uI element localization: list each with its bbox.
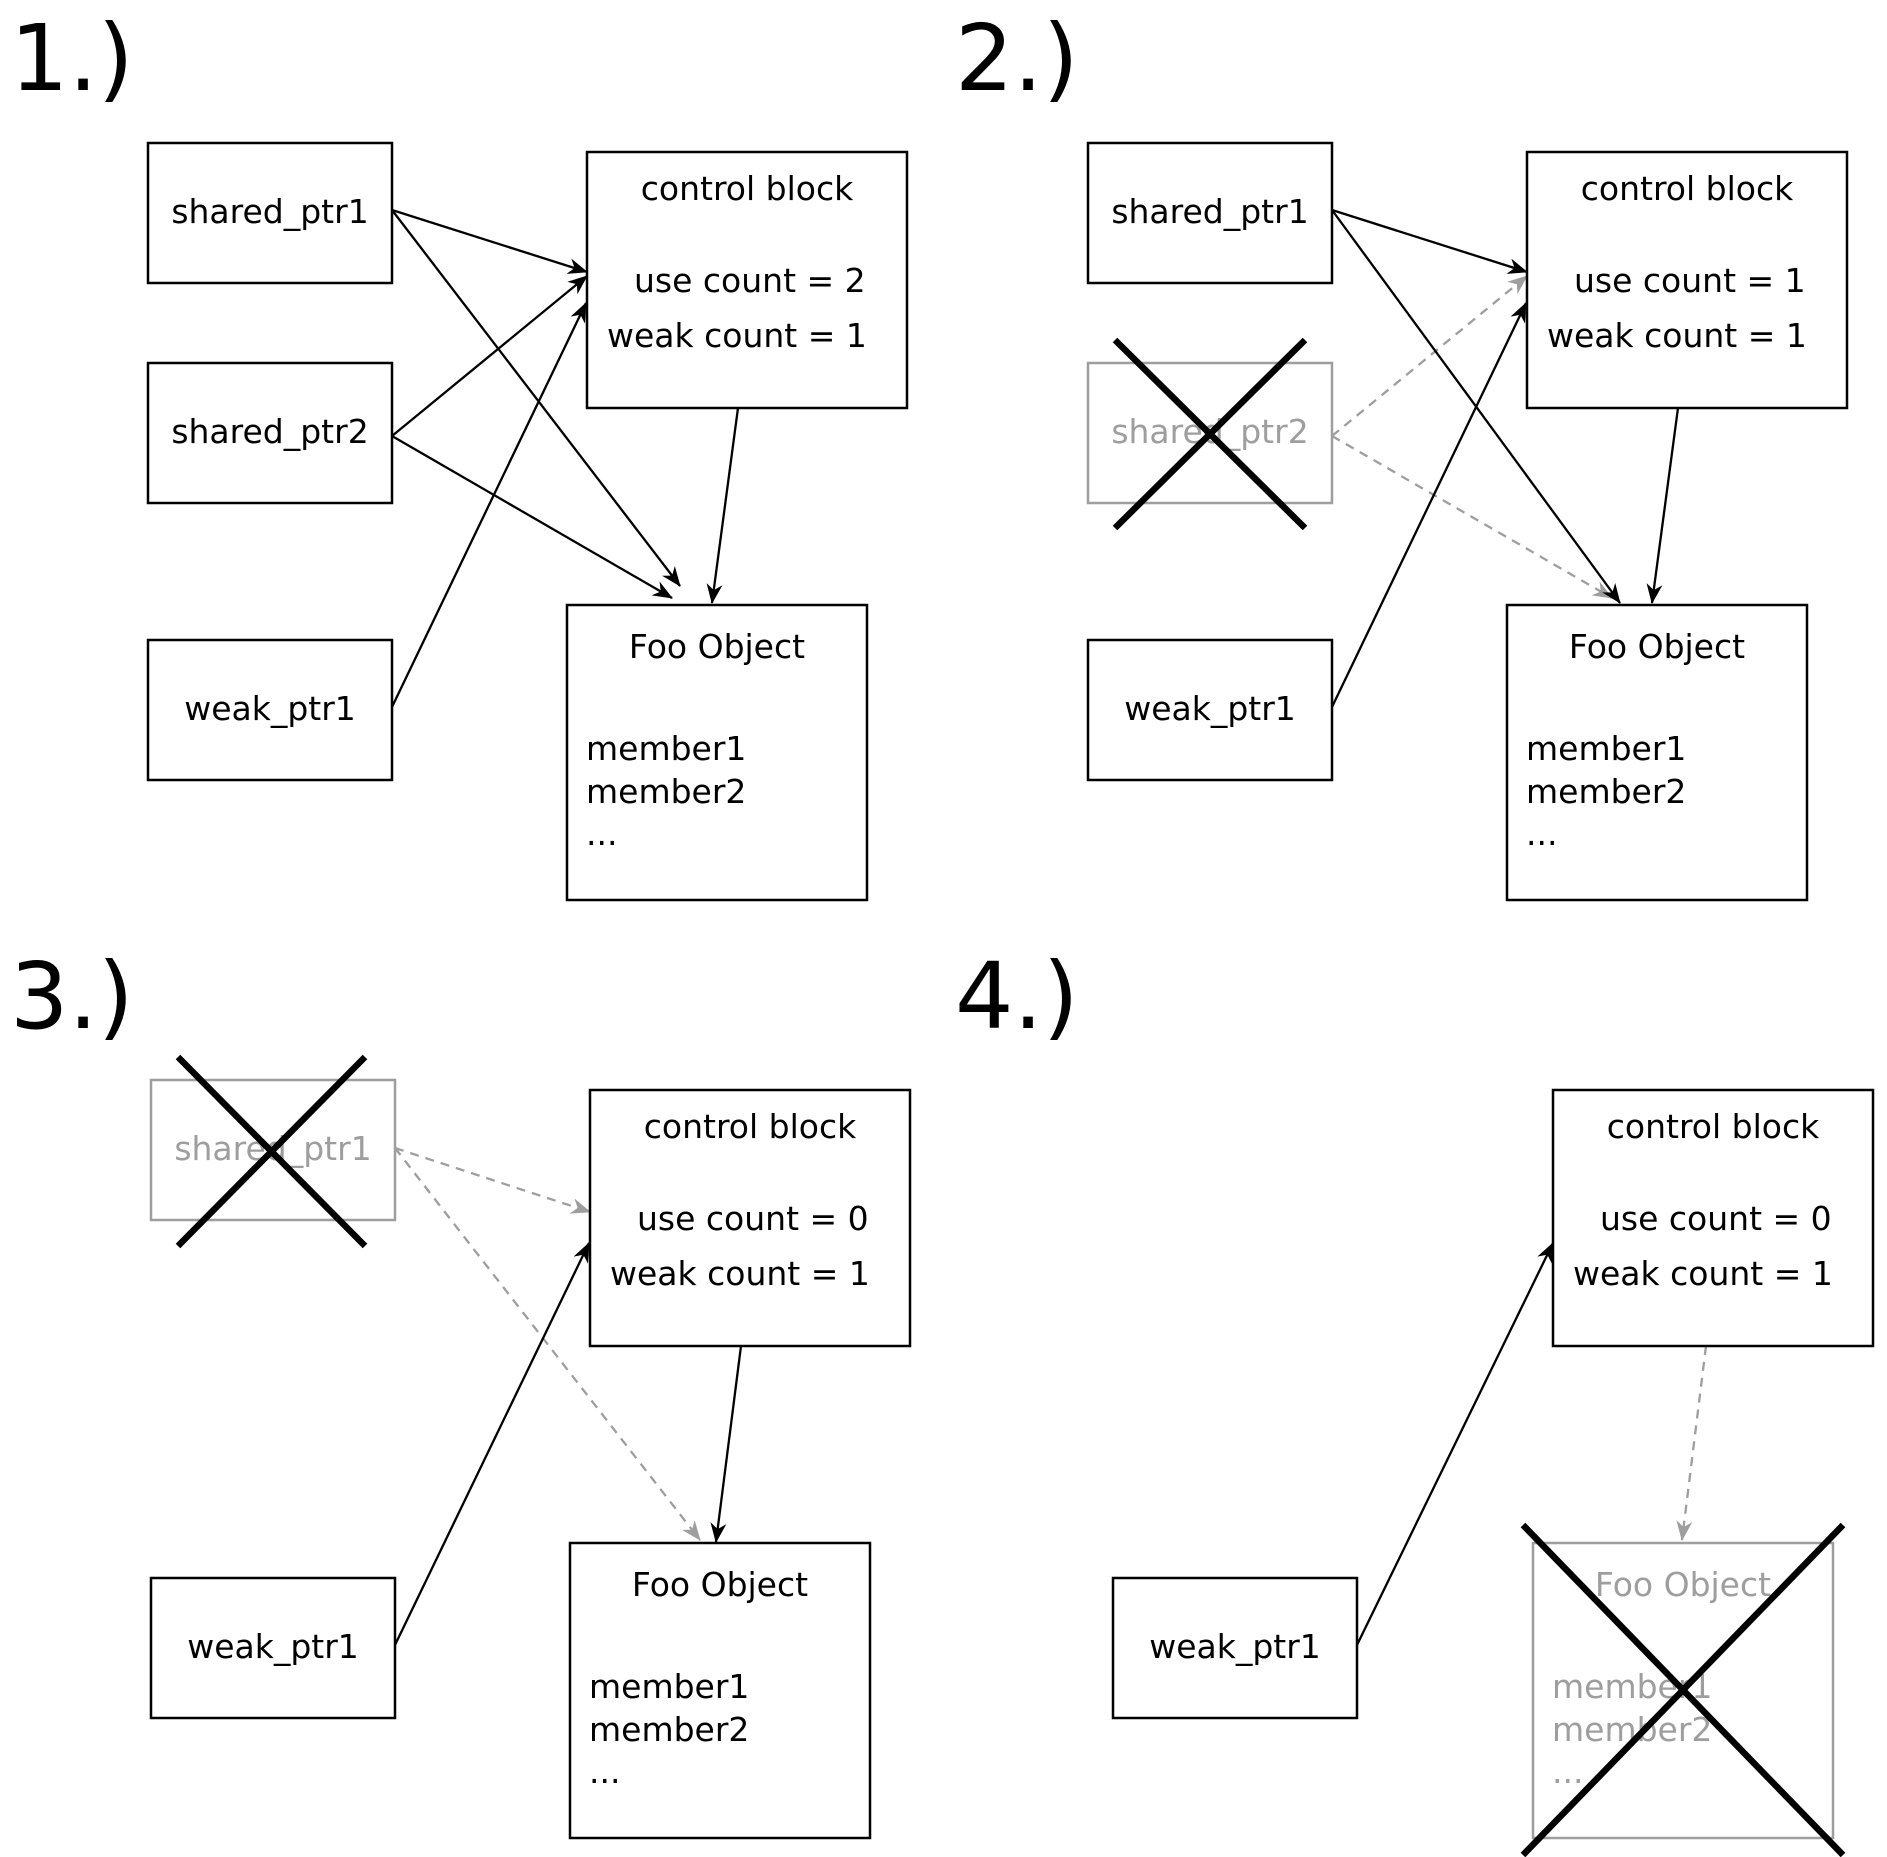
foo-object-title: Foo Object: [1595, 1565, 1771, 1604]
shared-ptr1-box: shared_ptr1: [1086, 141, 1334, 285]
weak-count: weak count = 1: [1573, 1254, 1833, 1293]
control-block-title: control block: [1607, 1107, 1820, 1146]
control-block-title: control block: [1581, 169, 1794, 208]
shared-ptr1-box: shared_ptr1: [146, 141, 394, 285]
ellipsis: ...: [589, 1752, 620, 1791]
foo-object: Foo Object member1 member2 ...: [568, 1541, 872, 1840]
weak-ptr1-box: weak_ptr1: [1111, 1576, 1359, 1720]
edge-wp1-to-control: [1330, 302, 1528, 708]
use-count: use count = 0: [1600, 1199, 1832, 1238]
step-label: 3.): [10, 943, 134, 1050]
edge-sp2-to-control-ghost: [1331, 275, 1528, 437]
member1: member1: [1526, 729, 1686, 768]
foo-object: Foo Object member1 member2 ...: [1505, 603, 1809, 902]
control-block: control block use count = 0 weak count =…: [588, 1088, 912, 1348]
edge-sp1-to-foo-ghost: [394, 1147, 701, 1541]
member1: member1: [589, 1667, 749, 1706]
member2: member2: [586, 772, 746, 811]
shared-ptr2-box-destroyed: shared_ptr2: [1086, 337, 1334, 531]
panel-1: 1.) shared_ptr1 shared_ptr2 weak_ptr1 co…: [10, 5, 909, 902]
panel-3: 3.) shared_ptr1 weak_ptr1 control block …: [10, 943, 912, 1840]
weak-ptr1-box: weak_ptr1: [149, 1576, 397, 1720]
edge-control-to-foo-ghost: [1676, 1345, 1708, 1541]
shared-ptr2-box: shared_ptr2: [146, 361, 394, 505]
edge-sp1-to-control: [391, 208, 588, 274]
use-count: use count = 1: [1574, 261, 1806, 300]
destroyed-cross: [1520, 1522, 1846, 1857]
member2: member2: [1526, 772, 1686, 811]
edge-sp2-to-foo: [391, 435, 673, 599]
edge-sp1-to-control-ghost: [394, 1146, 591, 1214]
ellipsis: ...: [1526, 814, 1557, 853]
weak-ptr1-label: weak_ptr1: [184, 689, 356, 728]
shared-ptr2-label: shared_ptr2: [171, 412, 368, 451]
foo-object-title: Foo Object: [632, 1565, 808, 1604]
edge-sp1-to-control: [1331, 208, 1528, 274]
member2: member2: [589, 1710, 749, 1749]
use-count: use count = 2: [634, 261, 866, 300]
shared-ptr1-box-destroyed: shared_ptr1: [149, 1054, 397, 1249]
foo-object: Foo Object member1 member2 ...: [565, 603, 869, 902]
control-block: control block use count = 1 weak count =…: [1525, 150, 1849, 410]
control-block: control block use count = 2 weak count =…: [585, 150, 909, 410]
step-label: 2.): [955, 5, 1079, 112]
weak-count: weak count = 1: [610, 1254, 870, 1293]
weak-ptr1-box: weak_ptr1: [146, 638, 394, 782]
control-block: control block use count = 0 weak count =…: [1551, 1088, 1875, 1348]
foo-object-destroyed: Foo Object member1 member2 ...: [1520, 1522, 1846, 1857]
edge-sp1-to-foo: [391, 209, 681, 587]
shared-ptr1-label: shared_ptr1: [1111, 192, 1308, 231]
weak-count: weak count = 1: [1547, 316, 1807, 355]
step-label: 1.): [10, 5, 134, 112]
weak-ptr1-label: weak_ptr1: [187, 1627, 359, 1666]
edge-sp2-to-foo-ghost: [1331, 435, 1613, 599]
edge-sp2-to-control: [391, 275, 588, 437]
weak-count: weak count = 1: [607, 316, 867, 355]
weak-ptr1-label: weak_ptr1: [1124, 689, 1296, 728]
edge-control-to-foo: [1646, 407, 1680, 604]
member1: member1: [586, 729, 746, 768]
edge-control-to-foo: [710, 1345, 743, 1543]
destroyed-cross: [1112, 337, 1308, 531]
edge-wp1-to-control: [393, 1242, 591, 1646]
destroyed-cross: [175, 1054, 368, 1249]
ellipsis: ...: [1552, 1752, 1583, 1791]
use-count: use count = 0: [637, 1199, 869, 1238]
weak-ptr1-box: weak_ptr1: [1086, 638, 1334, 782]
shared-ptr1-label: shared_ptr1: [171, 192, 368, 231]
edge-control-to-foo: [706, 407, 740, 604]
edge-wp1-to-control: [1355, 1242, 1555, 1646]
control-block-title: control block: [644, 1107, 857, 1146]
edge-wp1-to-control: [390, 302, 588, 708]
ellipsis: ...: [586, 814, 617, 853]
foo-object-title: Foo Object: [1569, 627, 1745, 666]
foo-object-title: Foo Object: [629, 627, 805, 666]
control-block-title: control block: [641, 169, 854, 208]
weak-ptr1-label: weak_ptr1: [1149, 1627, 1321, 1666]
step-label: 4.): [955, 943, 1079, 1050]
panel-2: 2.) shared_ptr1 shared_ptr2 weak_ptr1 co…: [955, 5, 1849, 902]
panel-4: 4.) weak_ptr1 control block use count = …: [955, 943, 1875, 1857]
